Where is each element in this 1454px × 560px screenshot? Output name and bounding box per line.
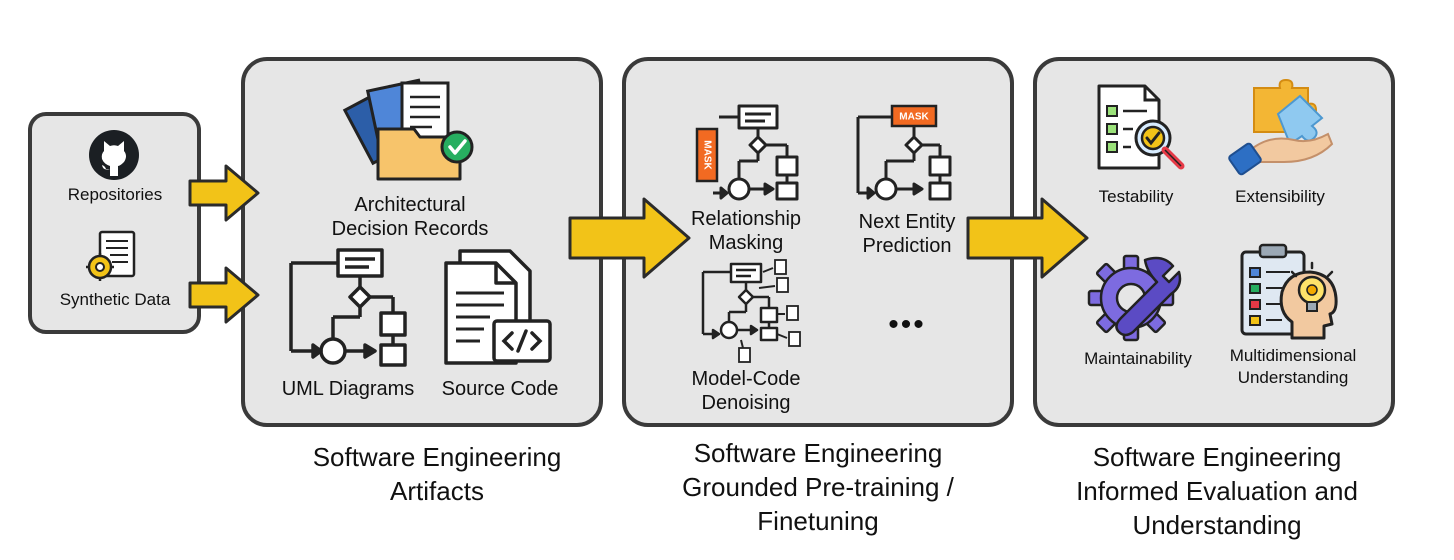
more-methods-ellipsis: ••• bbox=[888, 308, 926, 341]
source-code-label: Source Code bbox=[441, 378, 559, 400]
synthetic-data-label: Synthetic Data bbox=[59, 290, 171, 309]
pretraining-caption: Software Engineering Grounded Pre-traini… bbox=[682, 438, 954, 536]
next-entity-prediction-label: Next Entity Prediction bbox=[858, 211, 956, 257]
github-icon bbox=[89, 130, 139, 180]
arrow-synthetic bbox=[188, 266, 260, 324]
multidimensional-understanding-icon bbox=[1240, 243, 1338, 340]
uml-diagrams-label: UML Diagrams bbox=[281, 378, 415, 400]
artifacts-caption: Software Engineering Artifacts bbox=[312, 442, 562, 506]
extensibility-label: Extensibility bbox=[1235, 187, 1325, 206]
evaluation-panel bbox=[1033, 57, 1395, 427]
arrow-repositories bbox=[188, 164, 260, 222]
arrow-pretraining-to-evaluation bbox=[966, 197, 1089, 279]
next-entity-prediction-icon: MASK bbox=[856, 104, 952, 201]
testability-icon bbox=[1097, 84, 1185, 170]
maintainability-label: Maintainability bbox=[1084, 349, 1192, 368]
model-code-denoising-label: Model-Code Denoising bbox=[691, 368, 801, 414]
maintainability-icon bbox=[1087, 254, 1182, 342]
svg-text:MASK: MASK bbox=[701, 140, 712, 170]
decision-records-folder-icon bbox=[342, 78, 474, 181]
pretraining-panel bbox=[622, 57, 1014, 427]
arrow-artifacts-to-pretraining bbox=[568, 197, 691, 279]
relationship-masking-icon: MASK bbox=[695, 104, 799, 201]
multidimensional-understanding-label: Multidimensional Understanding bbox=[1229, 346, 1357, 387]
repositories-label: Repositories bbox=[67, 185, 163, 204]
synthetic-data-icon bbox=[86, 230, 136, 281]
extensibility-icon bbox=[1228, 78, 1334, 176]
uml-diagram-icon bbox=[289, 248, 407, 367]
svg-text:MASK: MASK bbox=[899, 112, 929, 123]
adr-label: Architectural Decision Records bbox=[331, 194, 489, 240]
testability-label: Testability bbox=[1098, 187, 1174, 206]
evaluation-caption: Software Engineering Informed Evaluation… bbox=[1076, 442, 1358, 540]
relationship-masking-label: Relationship Masking bbox=[690, 208, 802, 254]
source-code-icon bbox=[444, 249, 552, 365]
model-code-denoising-icon bbox=[701, 259, 801, 363]
